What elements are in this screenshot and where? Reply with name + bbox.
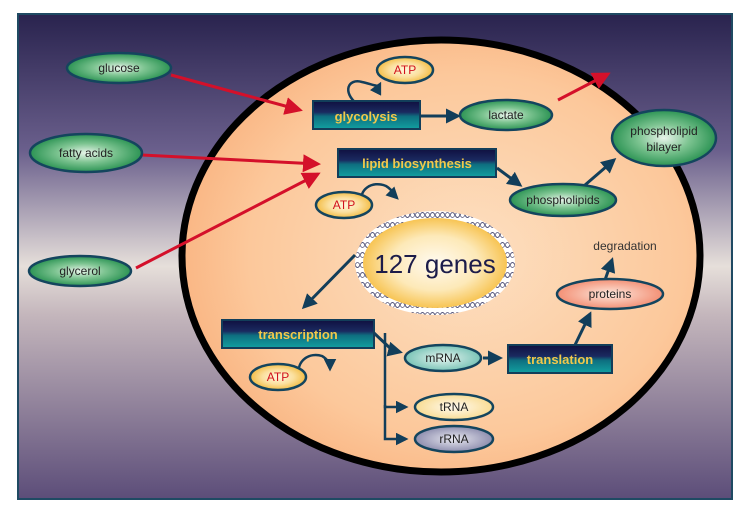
atp-label: ATP (267, 370, 289, 384)
arrow-fatty-acids-to-lipid (141, 153, 321, 173)
glycolysis-label: glycolysis (335, 109, 398, 124)
node-trna[interactable]: tRNA (413, 392, 495, 422)
node-rrna[interactable]: rRNA (413, 424, 495, 454)
atp-transcription: ATP (248, 362, 308, 392)
transcription-label: transcription (258, 327, 338, 342)
node-phospholipid-bilayer[interactable]: phospholipid bilayer (610, 108, 718, 168)
arrow-lactate-export (557, 72, 611, 102)
node-phospholipids[interactable]: phospholipids (508, 182, 618, 218)
process-transcription[interactable]: transcription (221, 319, 375, 349)
node-lactate[interactable]: lactate (458, 98, 554, 132)
fatty-acids-label: fatty acids (59, 146, 113, 160)
bilayer-label-line2: bilayer (646, 140, 681, 154)
bilayer-label-line1: phospholipid (630, 124, 697, 138)
mrna-label: mRNA (425, 351, 460, 365)
atp-hook-glycolysis (347, 80, 382, 105)
atp-label: ATP (394, 63, 416, 77)
node-proteins[interactable]: proteins (555, 277, 665, 311)
lactate-label: lactate (488, 108, 524, 122)
degradation-label: degradation (593, 239, 656, 253)
arrow-transcription-to-mrna (372, 331, 403, 357)
arrow-translation-to-proteins (573, 311, 592, 346)
atp-label: ATP (333, 198, 355, 212)
genes-label: 127 genes (374, 249, 495, 279)
proteins-label: proteins (589, 287, 632, 301)
process-translation[interactable]: translation (507, 344, 613, 374)
rrna-label: rRNA (439, 432, 468, 446)
atp-hook-transcription (297, 353, 337, 377)
glycerol-label: glycerol (59, 264, 100, 278)
arrow-proteins-to-degradation (600, 257, 616, 281)
node-glucose[interactable]: glucose (65, 51, 173, 85)
arrow-genes-to-transcription (301, 253, 357, 310)
node-glycerol[interactable]: glycerol (27, 254, 133, 288)
lipid-biosynthesis-label: lipid biosynthesis (362, 156, 472, 171)
glucose-label: glucose (98, 61, 140, 75)
node-mrna[interactable]: mRNA (403, 343, 483, 373)
arrow-lipid-to-phospholipids (496, 166, 523, 187)
arrow-transcription-to-rrna (383, 405, 409, 446)
node-fatty-acids[interactable]: fatty acids (28, 132, 144, 174)
atp-hook-lipid (360, 183, 399, 204)
atp-glycolysis: ATP (375, 55, 435, 85)
arrow-phospholipids-to-bilayer (584, 158, 617, 187)
trna-label: tRNA (440, 400, 469, 414)
atp-lipid: ATP (314, 190, 374, 220)
process-glycolysis[interactable]: glycolysis (312, 100, 421, 130)
genome-127-genes[interactable]: 127 genes (355, 211, 515, 315)
arrow-glucose-to-glycolysis (170, 73, 303, 115)
process-lipid-biosynthesis[interactable]: lipid biosynthesis (337, 148, 497, 178)
arrow-glycerol-to-lipid (135, 172, 321, 270)
phospholipids-label: phospholipids (526, 193, 599, 207)
translation-label: translation (527, 352, 594, 367)
